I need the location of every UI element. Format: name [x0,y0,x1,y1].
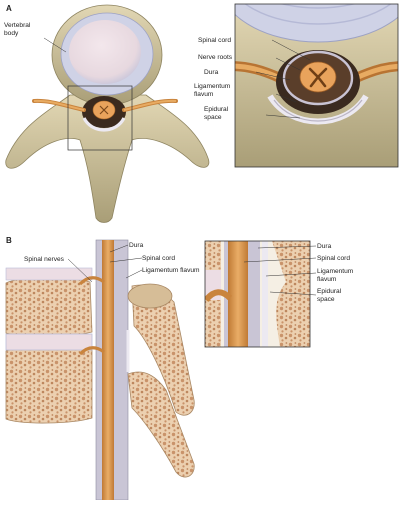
label-ligamentum-flavum-a: Ligamentum flavum [194,83,231,98]
vertebral-body-upper [5,277,93,337]
spine-sagittal [5,239,195,501]
inset-a [234,3,399,168]
label-dura-a: Dura [204,69,219,76]
label-spinal-cord-a: Spinal cord [198,37,231,44]
label-nerve-roots: Nerve roots [198,54,233,61]
intervertebral-disc [5,333,93,351]
inset-b [204,240,311,348]
vertebra-axial [5,4,210,223]
nucleus [69,20,141,84]
label-epidural-space-inset-b: Epidural space [317,288,342,303]
label-spinal-cord-inset-b: Spinal cord [317,255,350,262]
label-ligamentum-flavum-inset-b: Ligamentum flavum [317,268,354,283]
spinal-cord-sagittal [102,240,114,500]
zoom-box [67,85,133,151]
label-vertebral-body: Vertebral body [4,22,31,37]
label-dura-inset-b: Dura [317,243,332,250]
panel-letter-a: A [6,4,12,13]
spinal-nerve-upper [78,276,105,286]
label-ligamentum-flavum-b: Ligamentum flavum [142,267,200,274]
label-epidural-space-a: Epidural space [204,106,229,121]
lamina-lower [127,371,195,478]
panel-letter-b: B [6,236,12,245]
vertebral-arch [5,94,210,223]
spinal-nerve-lower [78,346,105,356]
label-dura-b: Dura [129,242,144,249]
vertebral-body-lower [5,345,93,424]
label-spinal-cord-b: Spinal cord [142,255,175,262]
label-spinal-nerves: Spinal nerves [24,256,64,263]
leader-lines [43,37,317,296]
